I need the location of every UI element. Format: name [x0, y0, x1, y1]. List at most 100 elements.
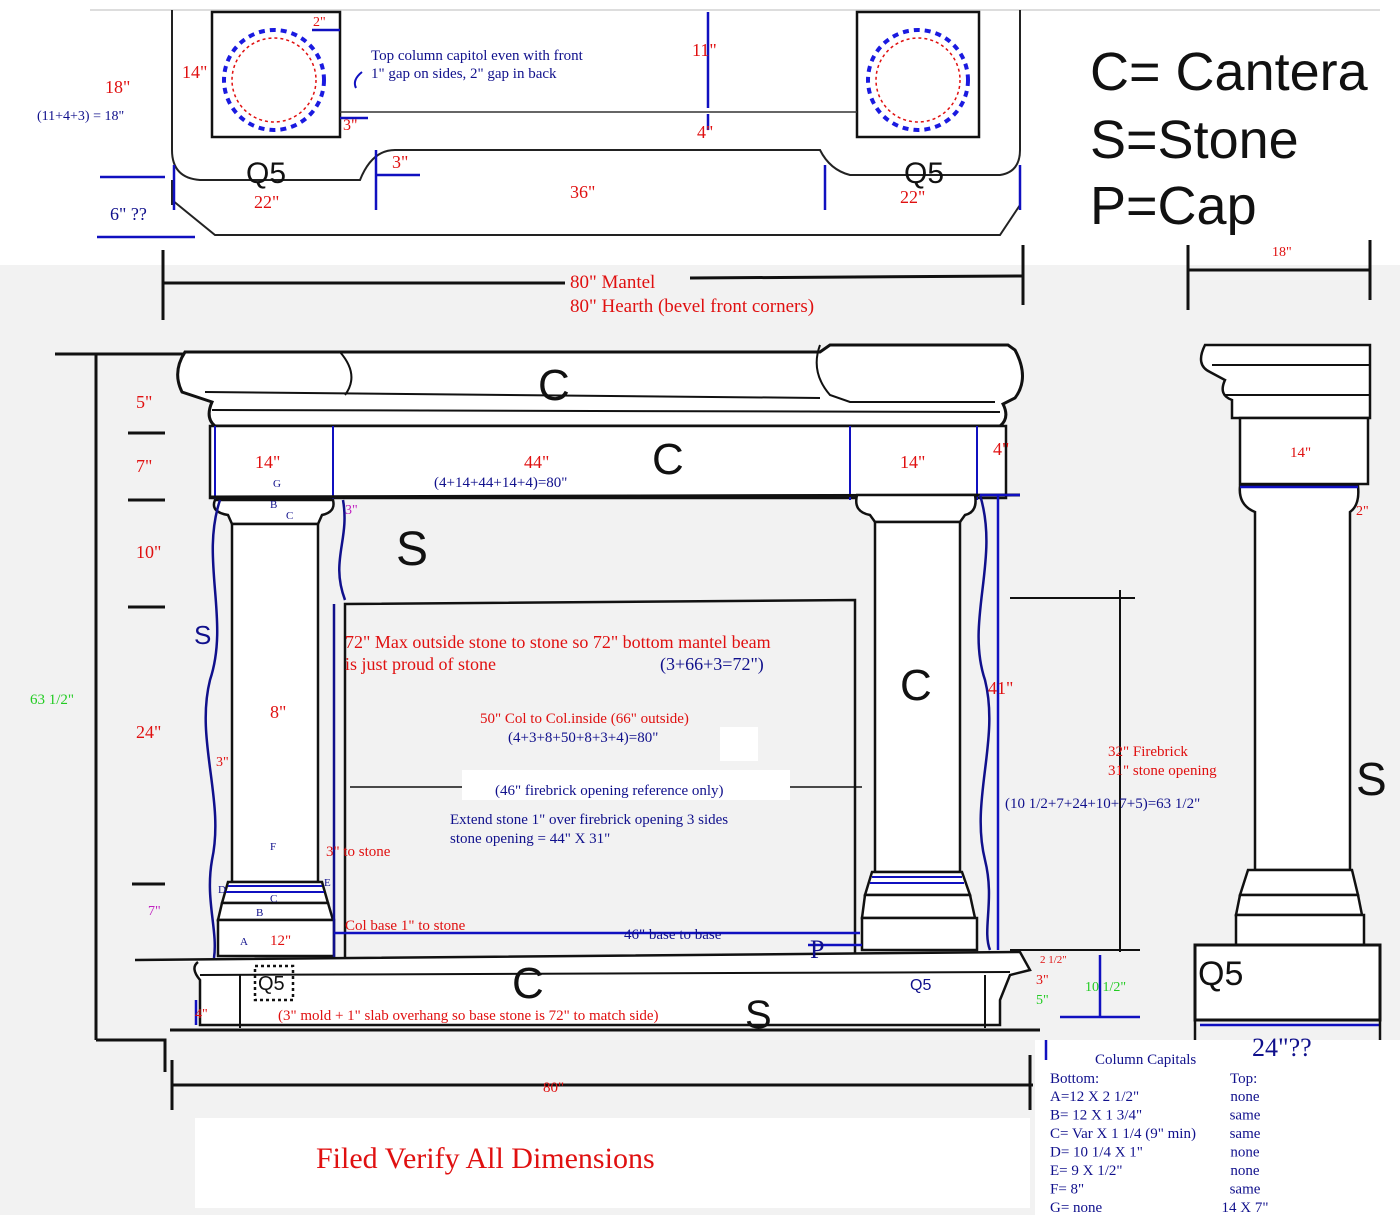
plan-width-22-left: 22" [254, 192, 279, 212]
label-g: G [273, 478, 281, 490]
front-c-mantel: C [538, 361, 570, 410]
capital-row-bottom: E= 9 X 1/2" [1050, 1163, 1123, 1179]
plan-six-question: 6" ?? [110, 204, 147, 224]
height-10-half: 10 1/2" [1085, 980, 1126, 995]
frieze-formula: (4+14+44+14+4)=80" [434, 475, 567, 491]
height-7: 7" [136, 456, 152, 476]
plan-mid-4: 4" [697, 122, 713, 142]
capital-row-bottom: B= 12 X 1 3/4" [1050, 1108, 1142, 1124]
capital-row-top: same [1230, 1182, 1261, 1198]
stone-3: 3" [216, 755, 229, 770]
height-5-lower: 5" [1036, 993, 1049, 1008]
side-top-label-box [1255, 238, 1315, 264]
front-blue-dims [194, 493, 1380, 1060]
front-s-left: S [194, 620, 211, 650]
whiteout-patch [720, 727, 758, 761]
extend-note-line1: Extend stone 1" over firebrick opening 3… [450, 812, 728, 828]
base-width-12: 12" [270, 933, 291, 949]
label-c-top: C [286, 510, 293, 522]
front-s-base: S [745, 993, 772, 1037]
side-depth-24: 24"?? [1252, 1033, 1312, 1062]
plan-mid-depth: 11" [692, 40, 717, 60]
capitals-bottom-header: Bottom: [1050, 1071, 1099, 1087]
side-s-label: S [1356, 753, 1387, 805]
plan-note-line1: Top column capitol even with front [371, 48, 584, 64]
side-width-14: 14" [1290, 445, 1311, 461]
max-note-line2: is just proud of stone [345, 654, 496, 674]
label-d: D [218, 884, 226, 896]
plan-column-depth: 14" [182, 62, 207, 82]
height-2-half: 2 1/2" [1040, 954, 1067, 966]
plan-columns [222, 28, 970, 132]
label-b-bottom: B [256, 907, 263, 919]
overall-dim [161, 245, 1025, 320]
side-gap-2: 2" [1356, 504, 1369, 519]
plan-depth-formula: (11+4+3) = 18" [37, 109, 124, 124]
capitals-title: Column Capitals [1095, 1052, 1196, 1068]
height-4-lower: 4" [195, 1007, 208, 1022]
max-formula: (3+66+3=72") [660, 654, 764, 675]
label-e: E [324, 877, 331, 889]
plan-notch-3: 3" [392, 152, 408, 172]
capital-row-bottom: A=12 X 2 1/2" [1050, 1089, 1139, 1105]
frieze-width-14-right: 14" [900, 452, 925, 472]
plan-view [90, 9, 1380, 236]
firebrick-32: 32" Firebrick [1108, 744, 1188, 760]
front-c-frieze: C [652, 435, 684, 484]
firebox-opening [343, 598, 857, 965]
extend-note-line2: stone opening = 44" X 31" [450, 831, 610, 847]
mold-note: (3" mold + 1" slab overhang so base ston… [278, 1008, 659, 1024]
height-63-half: 63 1/2" [30, 692, 74, 708]
capital-row-top: none [1230, 1089, 1260, 1105]
stone-side-lines [204, 494, 992, 959]
plan-gap-top: 2" [313, 15, 326, 30]
mantel-shelf [176, 343, 1024, 428]
front-frame-lines [55, 352, 1033, 1110]
legend-cap: P=Cap [1090, 176, 1257, 236]
firebrick-label-box [462, 770, 790, 800]
mantel-frieze [208, 424, 1008, 500]
frieze-width-4-right: 4" [993, 439, 1009, 459]
height-10: 10" [136, 542, 161, 562]
verify-note: Filed Verify All Dimensions [316, 1142, 655, 1175]
label-c-bottom: C [270, 893, 277, 905]
footer-paper [195, 1118, 1030, 1208]
front-s-upper: S [396, 523, 428, 576]
frieze-width-44: 44" [524, 452, 549, 472]
capital-row-bottom: G= none [1050, 1200, 1103, 1215]
legend-paper [1030, 0, 1400, 265]
cap-3: 3" [345, 503, 358, 518]
capital-row-top: same [1230, 1126, 1261, 1142]
capital-row-bottom: F= 8" [1050, 1182, 1084, 1198]
front-c-column: C [900, 661, 932, 710]
label-f: F [270, 841, 276, 853]
plan-q5-right: Q5 [904, 157, 944, 190]
height-24: 24" [136, 722, 161, 742]
capital-row-top: 14 X 7" [1222, 1200, 1269, 1215]
side-top-18: 18" [1272, 245, 1292, 260]
right-column [855, 493, 979, 952]
capital-row-top: same [1230, 1108, 1261, 1124]
hearth-q5-right: Q5 [910, 977, 931, 994]
firebrick-height-dim [1010, 590, 1140, 952]
plan-q5-left: Q5 [246, 157, 286, 190]
left-column [212, 498, 336, 958]
bottom-width-80: 80" [543, 1080, 564, 1096]
frieze-column-guides [214, 426, 978, 500]
legend-stone: S=Stone [1090, 110, 1299, 170]
plan-width-36: 36" [570, 182, 595, 202]
front-c-hearth: C [512, 959, 544, 1008]
stone-opening-31: 31" stone opening [1108, 763, 1217, 779]
hearth-q5-left: Q5 [258, 973, 285, 995]
capitals-paper [1035, 1040, 1400, 1215]
height-3: 3" [1036, 973, 1049, 988]
side-elevation [1193, 343, 1382, 1040]
plan-dim-lines [97, 12, 1022, 239]
plan-width-22-right: 22" [900, 187, 925, 207]
base-to-base: 46" base to base [624, 927, 722, 943]
firebrick-reference: (46" firebrick opening reference only) [495, 783, 724, 799]
capital-row-top: none [1230, 1163, 1260, 1179]
to-stone-note: 3" to stone [326, 844, 391, 860]
